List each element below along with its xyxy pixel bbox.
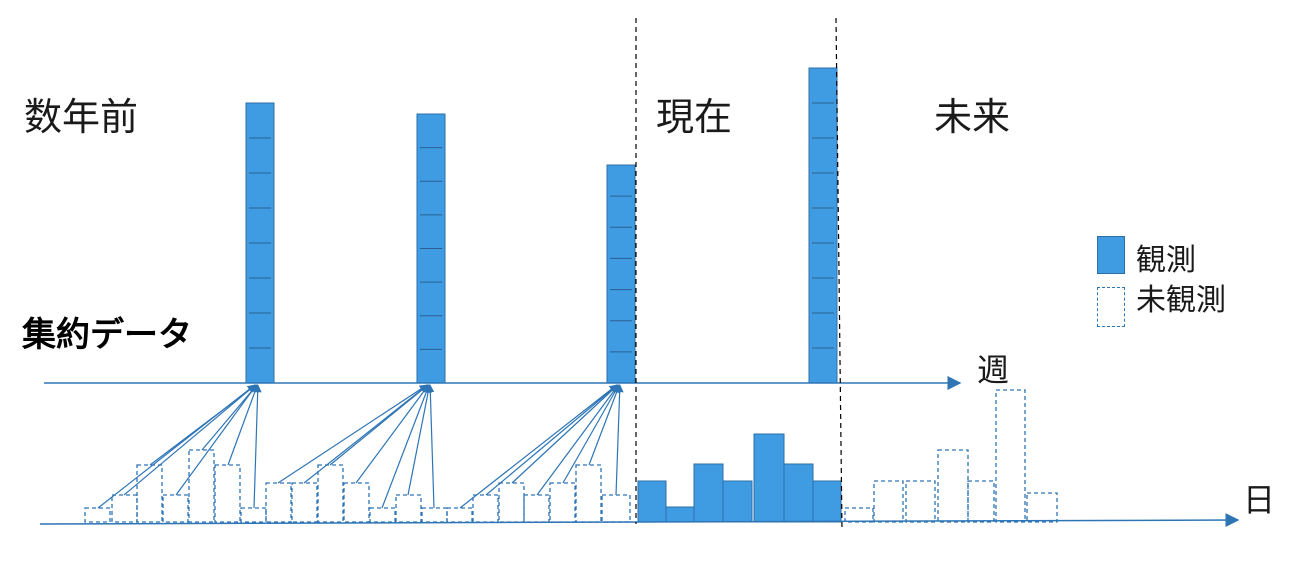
- daily-bar-unobserved: [446, 507, 473, 523]
- daily-bar-observed: [812, 480, 842, 523]
- daily-bar-unobserved: [395, 494, 422, 523]
- daily-bar-unobserved: [523, 494, 550, 523]
- legend-observed-swatch: [1097, 236, 1125, 274]
- weekly-bar: [416, 113, 446, 384]
- daily-bar-unobserved: [995, 389, 1026, 523]
- daily-bar-observed: [665, 506, 695, 523]
- aggregation-arrow: [149, 384, 257, 466]
- legend-observed-label: 観測: [1136, 243, 1196, 278]
- legend-unobserved-swatch: [1097, 287, 1125, 327]
- aggregation-arrow: [407, 384, 433, 496]
- day-axis: [39, 513, 1240, 528]
- label-future: 未来: [934, 95, 1011, 139]
- legend-unobserved-label: 未観測: [1136, 283, 1226, 318]
- daily-bar-unobserved: [575, 464, 602, 523]
- daily-bar-observed: [722, 480, 753, 523]
- aggregation-arrow: [381, 384, 431, 509]
- aggregation-arrow: [485, 384, 618, 496]
- daily-bar-unobserved: [873, 480, 904, 523]
- aggregation-arrow: [201, 384, 258, 451]
- daily-bar-unobserved: [498, 482, 525, 523]
- weekly-bar: [245, 102, 275, 384]
- daily-bar-unobserved: [844, 507, 874, 523]
- aggregation-arrow: [511, 384, 619, 484]
- aggregation-arrow: [562, 384, 620, 484]
- aggregation-arrow: [426, 384, 435, 509]
- aggregation-arrow: [588, 384, 621, 466]
- daily-bar-unobserved: [214, 464, 241, 523]
- aggregation-arrow: [303, 384, 429, 484]
- daily-bar-unobserved: [937, 449, 969, 523]
- daily-bar-unobserved: [421, 507, 448, 523]
- aggregation-arrow: [277, 384, 428, 484]
- aggregation-arrow: [459, 384, 618, 509]
- daily-bar-unobserved: [343, 482, 370, 523]
- weekly-bar: [606, 164, 636, 384]
- aggregation-arrow: [615, 384, 624, 496]
- daily-bar-unobserved: [265, 482, 292, 523]
- daily-bar-unobserved: [162, 494, 189, 523]
- aggregation-arrow: [175, 384, 257, 496]
- daily-bar-unobserved: [967, 480, 995, 523]
- aggregation-arrow: [227, 384, 259, 466]
- weekly-bar-body: [808, 67, 838, 384]
- daily-bar-observed: [693, 463, 724, 523]
- aggregation-arrow: [329, 384, 429, 466]
- label-present: 現在: [656, 95, 733, 139]
- daily-bar-unobserved: [472, 494, 499, 523]
- daily-bar-observed: [783, 463, 814, 523]
- aggregation-arrow: [123, 384, 256, 496]
- present-divider-right: [835, 17, 843, 531]
- aggregation-arrow: [253, 384, 262, 509]
- daily-bar-unobserved: [549, 482, 576, 523]
- weekly-bar: [808, 67, 838, 384]
- daily-bar-unobserved: [1026, 492, 1058, 523]
- label-past: 数年前: [24, 95, 139, 139]
- label-aggregate-data: 集約データ: [22, 315, 192, 355]
- daily-bar-unobserved: [291, 482, 318, 523]
- daily-bars: [84, 389, 1058, 523]
- weekly-bar-body: [606, 164, 636, 384]
- daily-bar-unobserved: [369, 507, 396, 523]
- daily-bar-unobserved: [601, 494, 631, 523]
- daily-bar-unobserved: [84, 507, 111, 523]
- daily-bar-unobserved: [111, 494, 138, 523]
- daily-bar-observed: [753, 433, 785, 523]
- label-day-axis: 日: [1243, 481, 1276, 519]
- aggregation-arrow: [536, 384, 619, 496]
- aggregation-arrow: [355, 384, 430, 484]
- daily-bar-unobserved: [240, 507, 267, 523]
- aggregation-arrows: [97, 384, 624, 509]
- daily-bar-unobserved: [188, 449, 215, 523]
- label-week-axis: 週: [977, 351, 1010, 389]
- daily-bar-unobserved: [136, 464, 163, 523]
- daily-bar-unobserved: [905, 480, 936, 523]
- daily-bar-observed: [637, 480, 667, 523]
- weekly-aggregate-bars: [245, 67, 838, 384]
- daily-bar-unobserved: [317, 464, 344, 523]
